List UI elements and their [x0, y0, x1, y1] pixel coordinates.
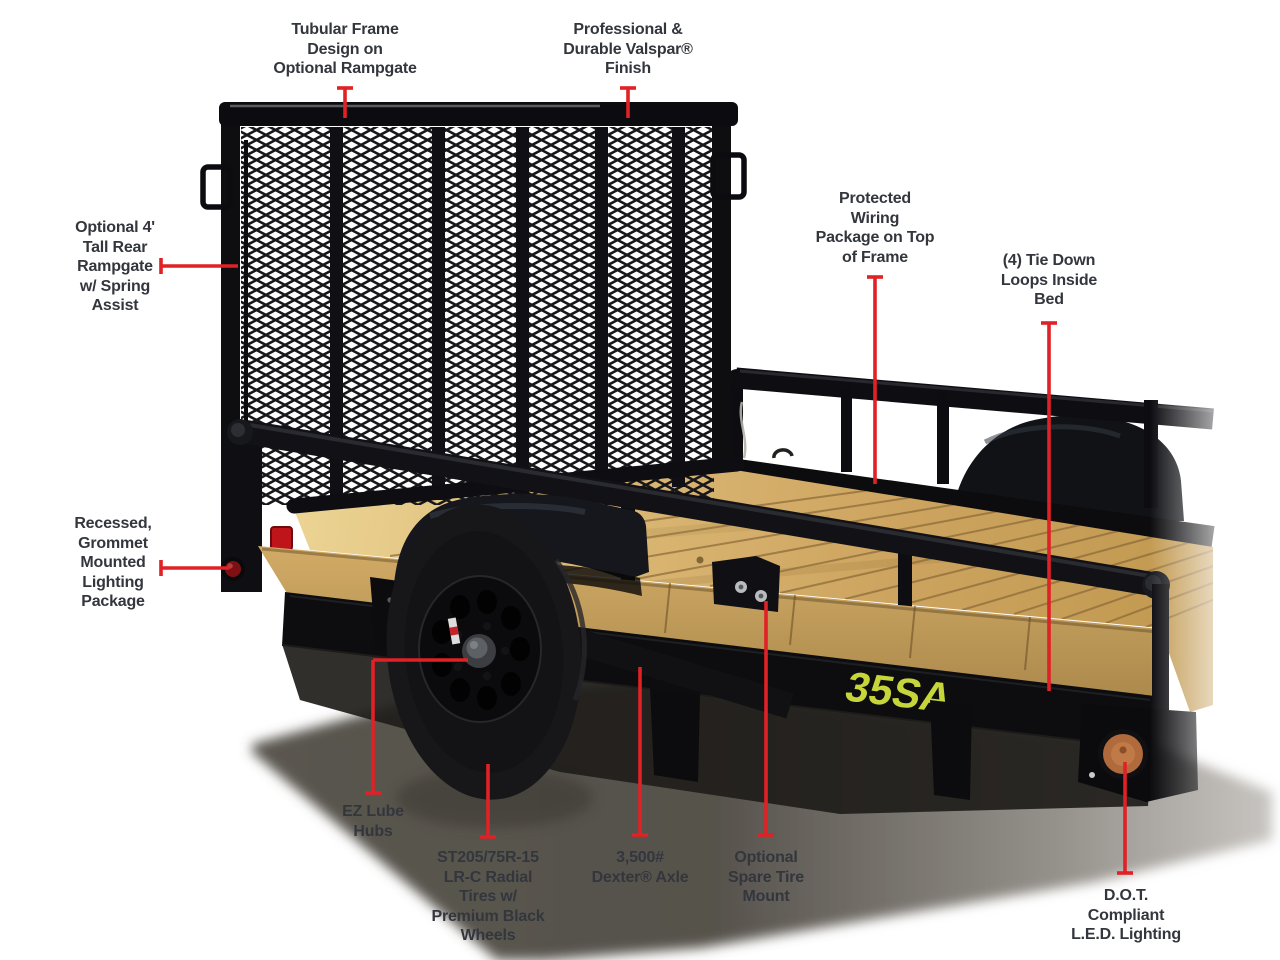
- tie-down-loop-rear: [772, 448, 794, 459]
- leader-rear-rampgate: [159, 258, 238, 274]
- leader-dexter-axle: [632, 667, 648, 837]
- axle: [536, 617, 794, 719]
- wiring-harness: [739, 401, 747, 459]
- far-side-rail: [727, 367, 1214, 508]
- leader-spare-tire-mount: [758, 601, 774, 837]
- rampgate-handle-right: [710, 152, 747, 200]
- trailer: 35SA: [200, 102, 1215, 814]
- leader-tubular-frame: [337, 86, 353, 118]
- rampgate-top-bar: [219, 102, 738, 126]
- leader-lines: [159, 86, 1133, 875]
- rim-holes: [432, 590, 530, 710]
- leader-tie-down-loops: [1041, 321, 1057, 691]
- rampgate-handle-left: [200, 164, 233, 210]
- rear-corner-post: [221, 424, 293, 592]
- wheel: [386, 504, 587, 800]
- rampgate-vertical-tubes: [330, 127, 685, 502]
- far-frame-bar: [729, 458, 1215, 548]
- red-reflector: [270, 526, 293, 551]
- marker-light-corner: [1078, 584, 1198, 802]
- leader-protected-wiring: [867, 275, 883, 484]
- leader-radial-tires: [480, 764, 496, 839]
- leader-valspar-finish: [620, 86, 636, 118]
- leader-dot-led-lighting: [1117, 762, 1133, 875]
- rampgate: [200, 102, 747, 542]
- spare-tire-mount-bracket: [712, 556, 780, 612]
- leader-ez-lube-hubs: [365, 658, 468, 795]
- tire-sticker: [447, 617, 461, 645]
- leader-lighting-package: [159, 560, 229, 576]
